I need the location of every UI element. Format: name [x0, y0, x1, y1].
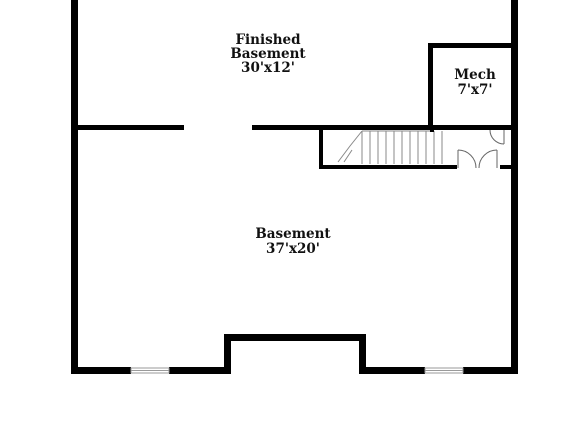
mech-dimensions: 7'x7' — [457, 82, 492, 98]
window-left — [130, 367, 170, 374]
finished-basement-label-line1: Finished — [235, 32, 301, 48]
wall-stair-right — [500, 165, 512, 169]
wall-mech-top — [428, 43, 512, 48]
wall-stair-bottom — [319, 165, 457, 169]
wall-bumpout-top — [224, 334, 366, 341]
basement-label: Basement — [255, 226, 331, 242]
wall-right — [511, 0, 518, 374]
wall-partition-left — [78, 125, 184, 130]
finished-basement-label-line2: Basement — [230, 46, 306, 62]
wall-bumpout-right — [359, 334, 366, 374]
wall-partition-right — [252, 125, 512, 130]
window-right — [424, 367, 464, 374]
wall-stair-left — [319, 125, 323, 169]
double-door — [457, 149, 498, 169]
mech-label: Mech — [454, 67, 496, 83]
mech-door — [489, 129, 505, 145]
wall-mech-left — [428, 43, 433, 130]
basement-dimensions: 37'x20' — [266, 241, 320, 257]
stair-newel — [430, 128, 434, 132]
finished-basement-dimensions: 30'x12' — [241, 60, 295, 76]
wall-left — [71, 0, 78, 374]
wall-bumpout-left — [224, 334, 231, 374]
staircase — [337, 130, 443, 164]
